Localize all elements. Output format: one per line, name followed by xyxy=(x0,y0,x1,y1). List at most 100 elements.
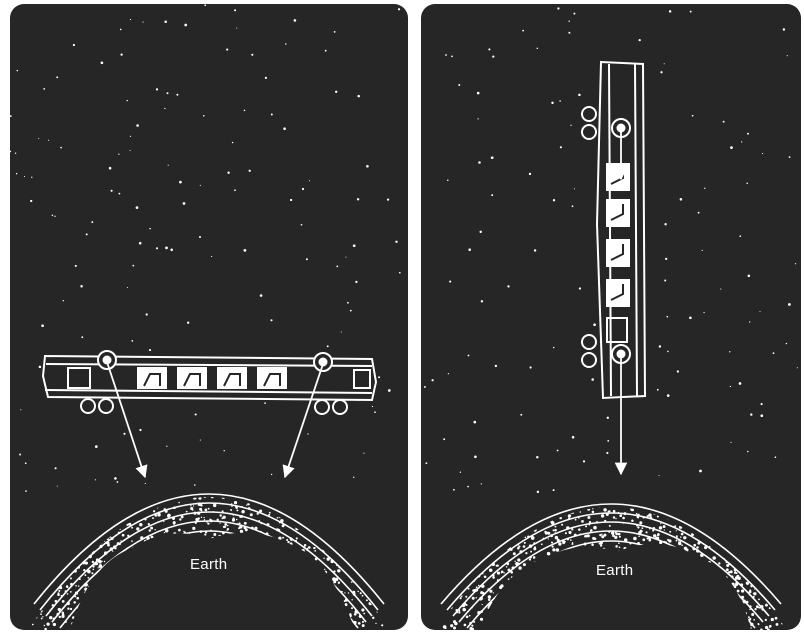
star xyxy=(249,170,251,172)
earth-speckle xyxy=(363,613,365,615)
earth-speckle xyxy=(113,514,115,516)
star xyxy=(473,421,476,424)
earth-speckle xyxy=(45,519,47,521)
earth-speckle xyxy=(771,525,773,527)
earth-speckle xyxy=(748,616,750,618)
earth-speckle xyxy=(132,484,133,485)
star xyxy=(335,91,337,93)
earth-speckle xyxy=(401,576,404,579)
earth-speckle xyxy=(369,531,373,535)
earth-speckle xyxy=(11,566,14,569)
earth-speckle xyxy=(480,520,481,521)
earth-speckle xyxy=(31,513,33,515)
earth-speckle xyxy=(421,499,422,501)
earth-speckle xyxy=(591,544,594,547)
earth-speckle xyxy=(427,547,428,548)
earth-speckle xyxy=(10,565,11,567)
earth-speckle xyxy=(425,557,428,560)
earth-speckle xyxy=(796,552,798,554)
earth-speckle xyxy=(60,482,62,484)
earth-speckle xyxy=(753,592,756,595)
earth-speckle xyxy=(294,476,296,478)
star xyxy=(164,108,165,109)
earth-speckle xyxy=(318,504,320,506)
earth-speckle xyxy=(362,624,365,627)
earth-speckle xyxy=(311,491,314,494)
earth-speckle xyxy=(401,543,403,545)
earth-speckle xyxy=(448,556,451,559)
earth-speckle xyxy=(16,595,18,597)
earth-speckle xyxy=(383,550,386,553)
earth-speckle xyxy=(555,536,558,539)
star xyxy=(559,100,561,102)
earth-speckle xyxy=(344,583,345,584)
earth-speckle xyxy=(678,542,681,545)
earth-speckle xyxy=(12,538,15,541)
earth-speckle xyxy=(74,562,77,565)
earth-speckle xyxy=(539,484,542,487)
earth-speckle xyxy=(592,537,595,540)
earth-speckle xyxy=(92,561,94,563)
earth-speckle xyxy=(791,574,794,577)
earth-speckle xyxy=(120,540,121,541)
earth-speckle xyxy=(317,541,319,543)
star xyxy=(127,100,128,101)
earth-speckle xyxy=(456,522,459,525)
earth-speckle xyxy=(85,531,88,534)
earth-speckle xyxy=(440,600,442,602)
earth-speckle xyxy=(28,551,29,552)
earth-speckle xyxy=(652,529,654,531)
earth-speckle xyxy=(749,545,750,546)
earth-speckle xyxy=(19,522,20,523)
star xyxy=(460,472,461,473)
earth-speckle xyxy=(568,502,570,504)
earth-speckle xyxy=(346,479,349,482)
earth-speckle xyxy=(112,529,115,532)
earth-speckle xyxy=(353,621,356,624)
earth-speckle xyxy=(20,544,22,546)
earth-speckle xyxy=(222,510,224,512)
earth-speckle xyxy=(101,486,102,487)
star xyxy=(447,179,449,181)
earth-speckle xyxy=(728,515,731,518)
earth-speckle xyxy=(74,569,77,572)
earth-speckle xyxy=(768,517,771,520)
earth-speckle xyxy=(402,474,404,476)
earth-speckle xyxy=(776,487,778,489)
earth-speckle xyxy=(116,474,118,476)
earth-speckle xyxy=(128,523,131,526)
earth-speckle xyxy=(601,514,603,516)
earth-speckle xyxy=(40,613,42,615)
star xyxy=(260,294,263,297)
earth-speckle xyxy=(727,527,728,528)
earth-speckle xyxy=(581,520,584,523)
earth-speckle xyxy=(318,500,321,503)
earth-speckle xyxy=(41,603,42,604)
earth-speckle xyxy=(325,533,328,536)
star xyxy=(488,48,490,50)
earth-speckle xyxy=(664,494,667,497)
earth-speckle xyxy=(579,533,581,535)
earth-speckle xyxy=(469,574,472,577)
earth-speckle xyxy=(210,519,213,522)
earth-speckle xyxy=(320,509,323,512)
earth-speckle xyxy=(256,487,258,489)
earth-speckle xyxy=(791,562,793,564)
earth-speckle xyxy=(52,495,55,498)
earth-speckle xyxy=(348,478,349,479)
earth-speckle xyxy=(663,525,666,528)
earth-speckle xyxy=(351,607,353,609)
earth-speckle xyxy=(458,554,462,558)
earth-speckle xyxy=(386,520,389,523)
earth-speckle xyxy=(562,500,565,503)
earth-speckle xyxy=(59,474,62,477)
earth-speckle xyxy=(10,549,11,551)
earth-speckle xyxy=(31,551,32,552)
earth-speckle xyxy=(398,554,400,556)
earth-speckle xyxy=(324,501,325,502)
earth-speckle xyxy=(28,577,30,579)
earth-speckle xyxy=(793,505,796,508)
earth-speckle xyxy=(328,528,331,531)
earth-speckle xyxy=(443,625,447,629)
earth-speckle xyxy=(16,485,17,486)
